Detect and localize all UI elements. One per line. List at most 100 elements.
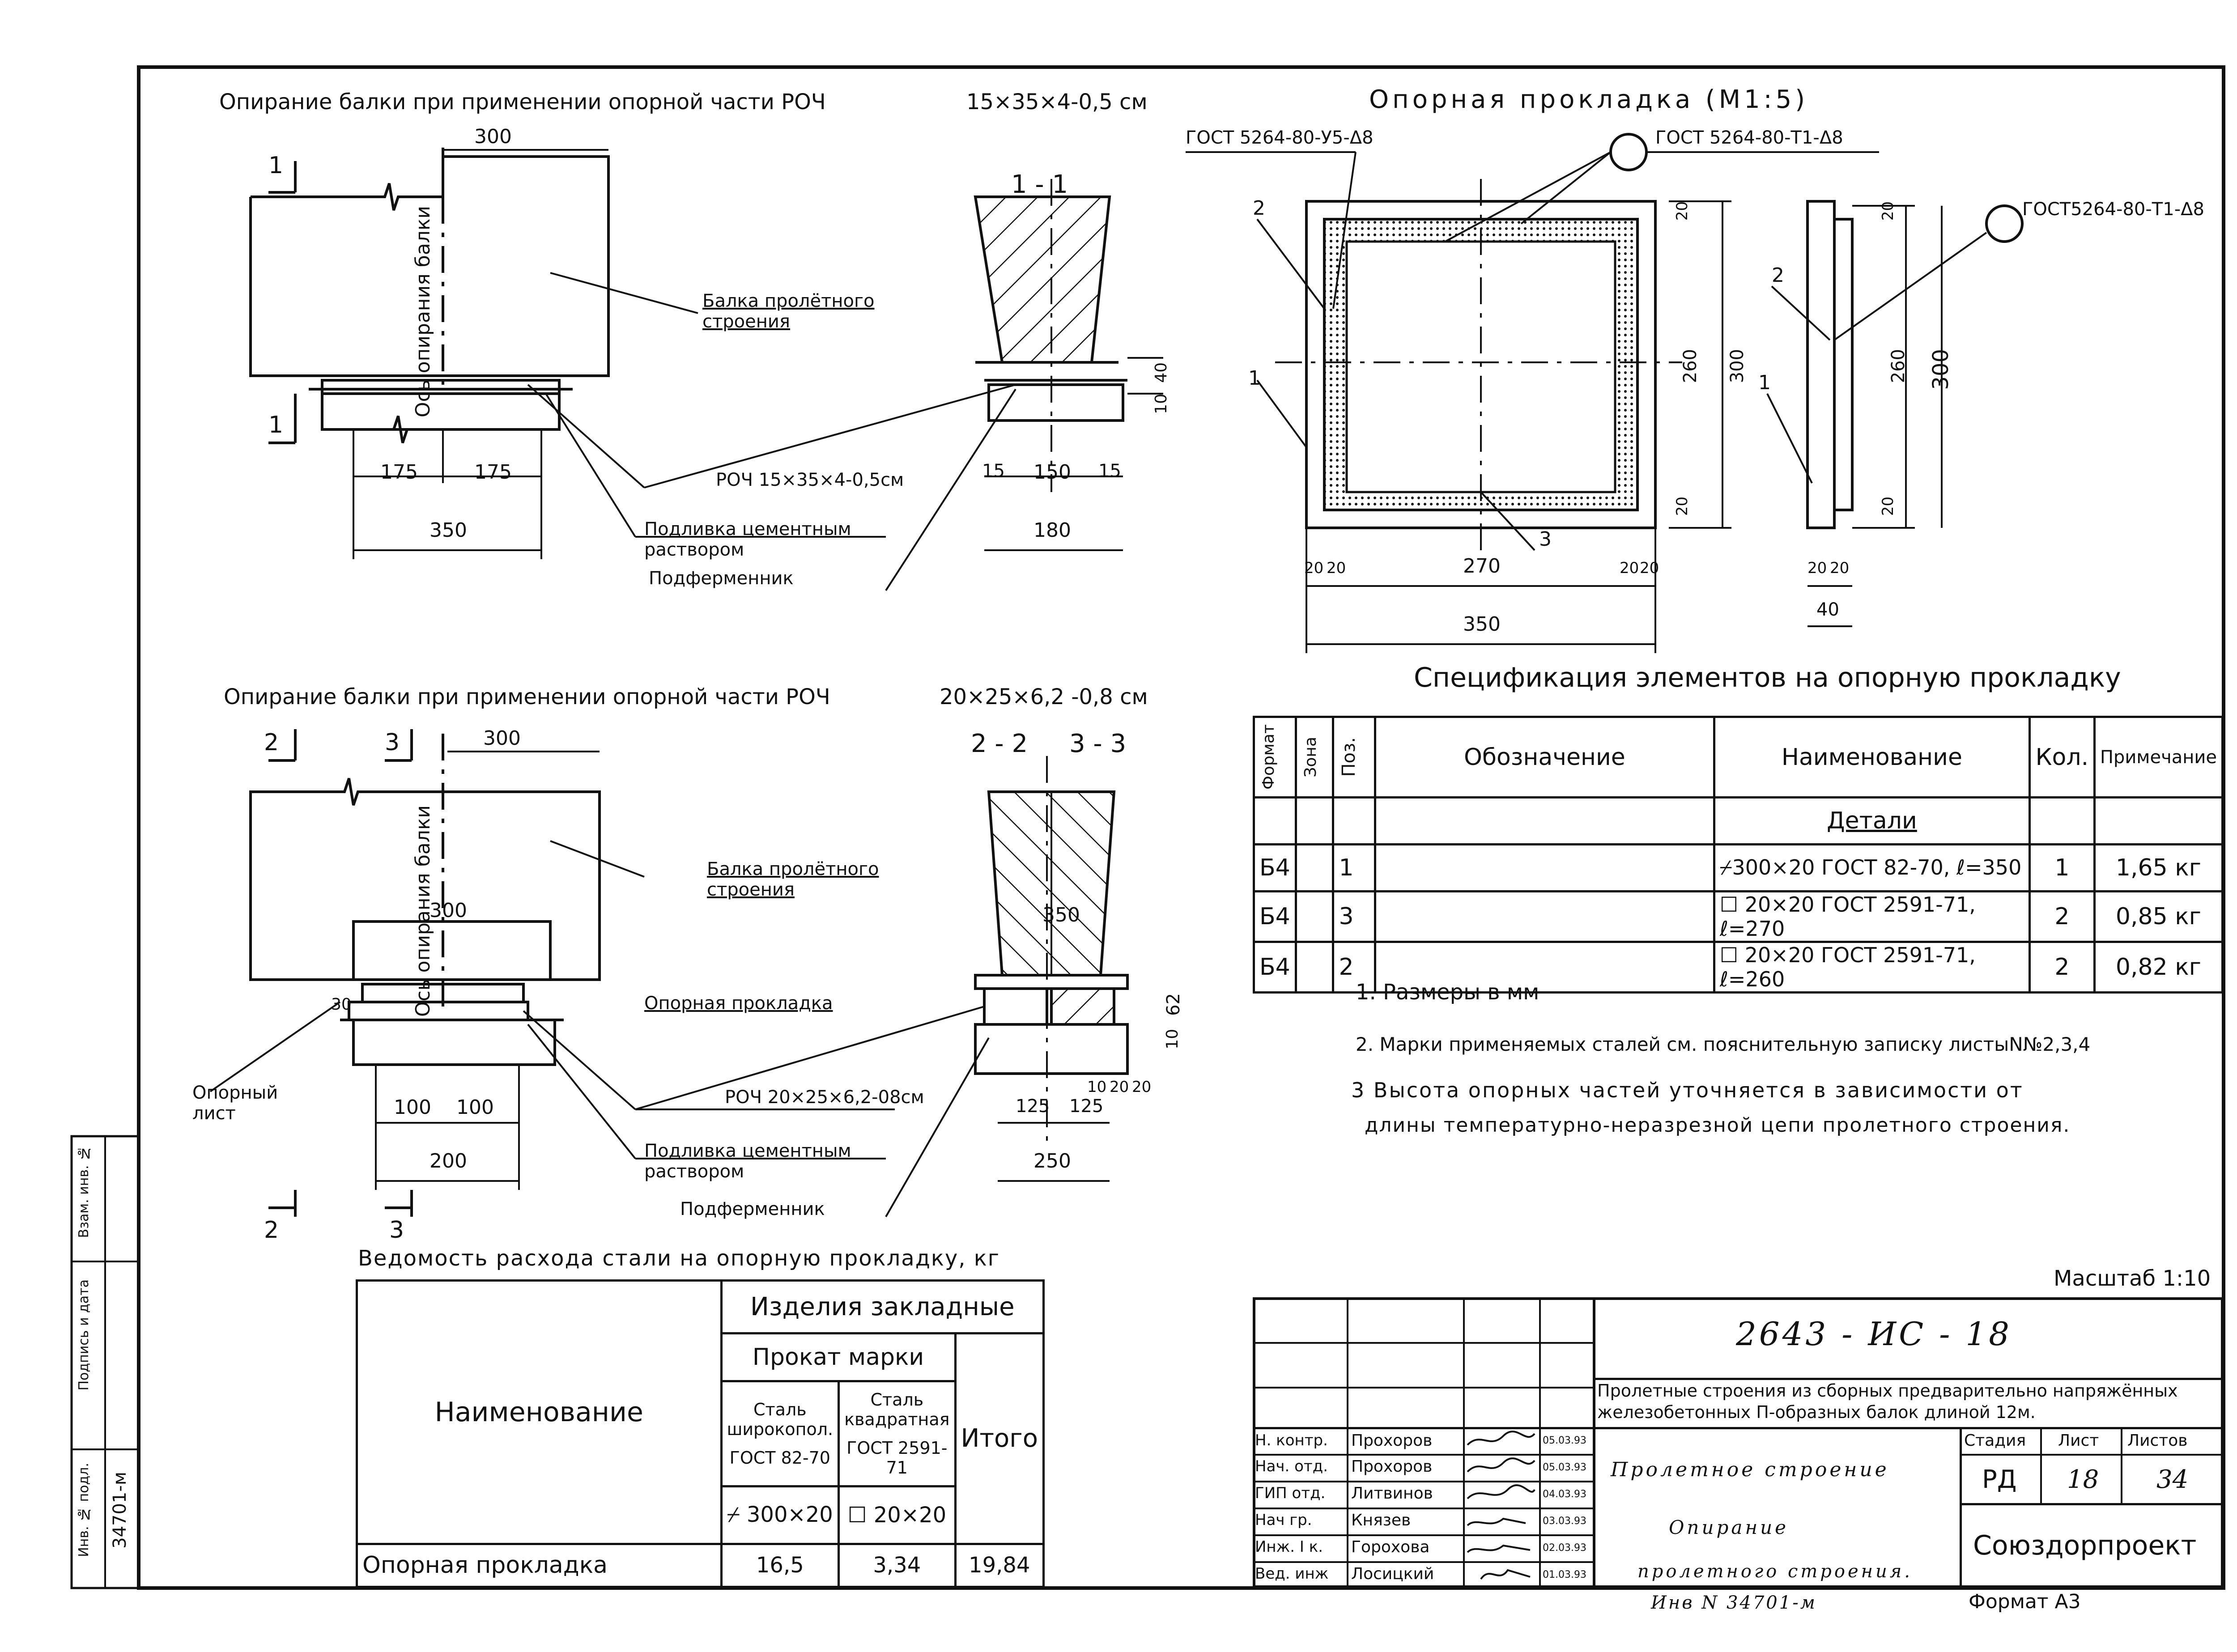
stamp-role-5: Вед. инж xyxy=(1255,1565,1329,1583)
pad-dim-260: 260 xyxy=(1680,349,1701,383)
spec-h-pos: Поз. xyxy=(1332,716,1376,798)
steel-size1: ⌿ 300×20 xyxy=(720,1485,840,1545)
spec-group-row: Детали xyxy=(1253,796,2224,845)
dim-350-sec: 350 xyxy=(1042,904,1080,926)
spec-table: Формат Зона Поз. Обозначение Наименовани… xyxy=(1253,716,2224,994)
stamp-date-5: 01.03.93 xyxy=(1543,1569,1586,1580)
dim-300-pad: 300 xyxy=(430,899,467,922)
stamp-person-4: Горохова xyxy=(1351,1538,1430,1556)
pad-dim-20-d: 20 xyxy=(1640,559,1659,577)
sec-dim-20-d: 20 xyxy=(1879,497,1897,516)
steel-v3: 19,84 xyxy=(954,1542,1045,1588)
section-mark-3-top: 3 xyxy=(385,729,400,756)
pad-section xyxy=(1766,200,2024,627)
dim-15-b: 15 xyxy=(1098,461,1121,481)
sec-dim-20-a: 20 xyxy=(1807,559,1827,577)
stamp-format: Формат А3 xyxy=(1969,1590,2081,1613)
side-inv-repl: Взам. инв. № xyxy=(76,1145,92,1238)
section-mark-3-bottom: 3 xyxy=(389,1217,404,1244)
spec-h-format: Формат xyxy=(1253,716,1297,798)
pad-plan xyxy=(1186,133,1879,653)
dim-250: 250 xyxy=(1033,1150,1071,1172)
stamp-role-3: Нач гр. xyxy=(1255,1511,1312,1529)
dim-350-top: 350 xyxy=(430,519,467,542)
bottom-title-dims: 20×25×6,2 -0,8 см xyxy=(940,684,1148,709)
steel-rolled: Прокат марки xyxy=(720,1332,957,1382)
dim-100-b: 100 xyxy=(456,1096,494,1119)
section-1-1 xyxy=(644,179,1163,591)
dim-10-a: 10 xyxy=(1152,394,1170,414)
stamp-sheets-h: Листов xyxy=(2127,1431,2188,1450)
sec-dim-20-b: 20 xyxy=(1830,559,1850,577)
stamp-date-0: 05.03.93 xyxy=(1543,1435,1586,1446)
pad-dim-20-b: 20 xyxy=(1327,559,1346,577)
stamp-sheet-title-1: Опирание xyxy=(1669,1516,1789,1538)
dim-62: 62 xyxy=(1163,993,1184,1016)
dim-125-a: 125 xyxy=(1016,1096,1050,1117)
steel-row-name: Опорная прокладка xyxy=(356,1542,723,1588)
side-sign-date: Подпись и дата xyxy=(76,1279,92,1391)
note-1: 1. Размеры в мм xyxy=(1356,980,1540,1005)
podferm-label-top: Подферменник xyxy=(649,568,794,589)
pad-dim-20-a: 20 xyxy=(1304,559,1324,577)
top-title: Опирание балки при применении опорной ча… xyxy=(219,89,826,115)
note-3: 3 Высота опорных частей уточняется в зав… xyxy=(1351,1078,2024,1102)
title-stamp xyxy=(1253,1297,2224,1588)
axis-label-top: Ось опирания балки xyxy=(412,206,434,418)
roch-label-bottom: РОЧ 20×25×6,2-08см xyxy=(725,1087,924,1108)
stamp-person-2: Литвинов xyxy=(1351,1484,1433,1503)
plate-label: Опорный лист xyxy=(192,1083,278,1124)
stamp-sheet-title-2: пролетного строения. xyxy=(1637,1561,1913,1582)
stamp-stage-h: Стадия xyxy=(1964,1431,2026,1450)
sec-dim-260: 260 xyxy=(1888,349,1909,383)
stamp-stage: РД xyxy=(1982,1465,2017,1494)
spec-title: Спецификация элементов на опорную прокла… xyxy=(1414,662,2121,693)
spec-h-designation: Обозначение xyxy=(1374,716,1715,798)
stamp-role-2: ГИП отд. xyxy=(1255,1484,1326,1502)
stamp-date-1: 05.03.93 xyxy=(1543,1462,1586,1473)
steel-size2: ☐ 20×20 xyxy=(838,1485,957,1545)
dim-125-b: 125 xyxy=(1069,1096,1104,1117)
section-2-2-label: 2 - 2 xyxy=(971,729,1028,758)
dim-20-x: 20 xyxy=(1110,1078,1129,1096)
sheet-frame xyxy=(137,65,2225,1590)
spec-group: Детали xyxy=(1713,796,2031,845)
dim-200: 200 xyxy=(430,1150,467,1172)
stamp-person-5: Лосицкий xyxy=(1351,1565,1434,1583)
gost-weld-3: ГОСТ5264-80-Т1-Δ8 xyxy=(2022,199,2204,220)
steel-embedded: Изделия закладные xyxy=(720,1279,1045,1334)
pad-dim-20-e: 20 xyxy=(1673,201,1691,221)
stamp-person-0: Прохоров xyxy=(1351,1431,1433,1450)
pad-label-bottom: Опорная прокладка xyxy=(644,993,833,1014)
dim-175-b: 175 xyxy=(474,461,512,484)
top-title-dims: 15×35×4-0,5 см xyxy=(966,89,1148,115)
scale-label: Масштаб 1:10 xyxy=(2054,1266,2211,1291)
pos-1-sec: 1 xyxy=(1758,371,1771,394)
stamp-person-1: Прохоров xyxy=(1351,1457,1433,1476)
pos-2-sec: 2 xyxy=(1772,264,1784,287)
spec-header-row: Формат Зона Поз. Обозначение Наименовани… xyxy=(1253,716,2224,798)
note-4: длины температурно-неразрезной цепи прол… xyxy=(1365,1114,2071,1137)
steel-v2: 3,34 xyxy=(838,1542,957,1588)
steel-col1: Сталь широкопол.ГОСТ 82-70 xyxy=(720,1380,840,1488)
dim-30: 30 xyxy=(331,995,352,1014)
side-inv-orig: Инв. № подл. xyxy=(76,1463,92,1557)
pad-dim-300: 300 xyxy=(1727,349,1748,383)
signatures xyxy=(1467,1431,1535,1580)
top-beam-elevation xyxy=(249,148,886,559)
dim-40-a: 40 xyxy=(1152,362,1170,383)
steel-title: Ведомость расхода стали на опорную прокл… xyxy=(358,1246,1000,1271)
side-inv-val: 34701-м xyxy=(110,1472,130,1549)
stamp-object: Пролетное строение xyxy=(1611,1458,1889,1481)
section-mark-1-bottom: 1 xyxy=(268,412,284,438)
steel-table: Наименование Изделия закладные Прокат ма… xyxy=(356,1279,1045,1588)
stamp-desc: Пролетные строения из сборных предварите… xyxy=(1597,1381,2178,1422)
stamp-role-4: Инж. I к. xyxy=(1255,1538,1323,1556)
stamp-date-2: 04.03.93 xyxy=(1543,1489,1586,1500)
pos-1-plan: 1 xyxy=(1248,367,1261,390)
bottom-title: Опирание балки при применении опорной ча… xyxy=(224,684,830,709)
grout-label-bottom: Подливка цементным раствором xyxy=(644,1141,851,1182)
